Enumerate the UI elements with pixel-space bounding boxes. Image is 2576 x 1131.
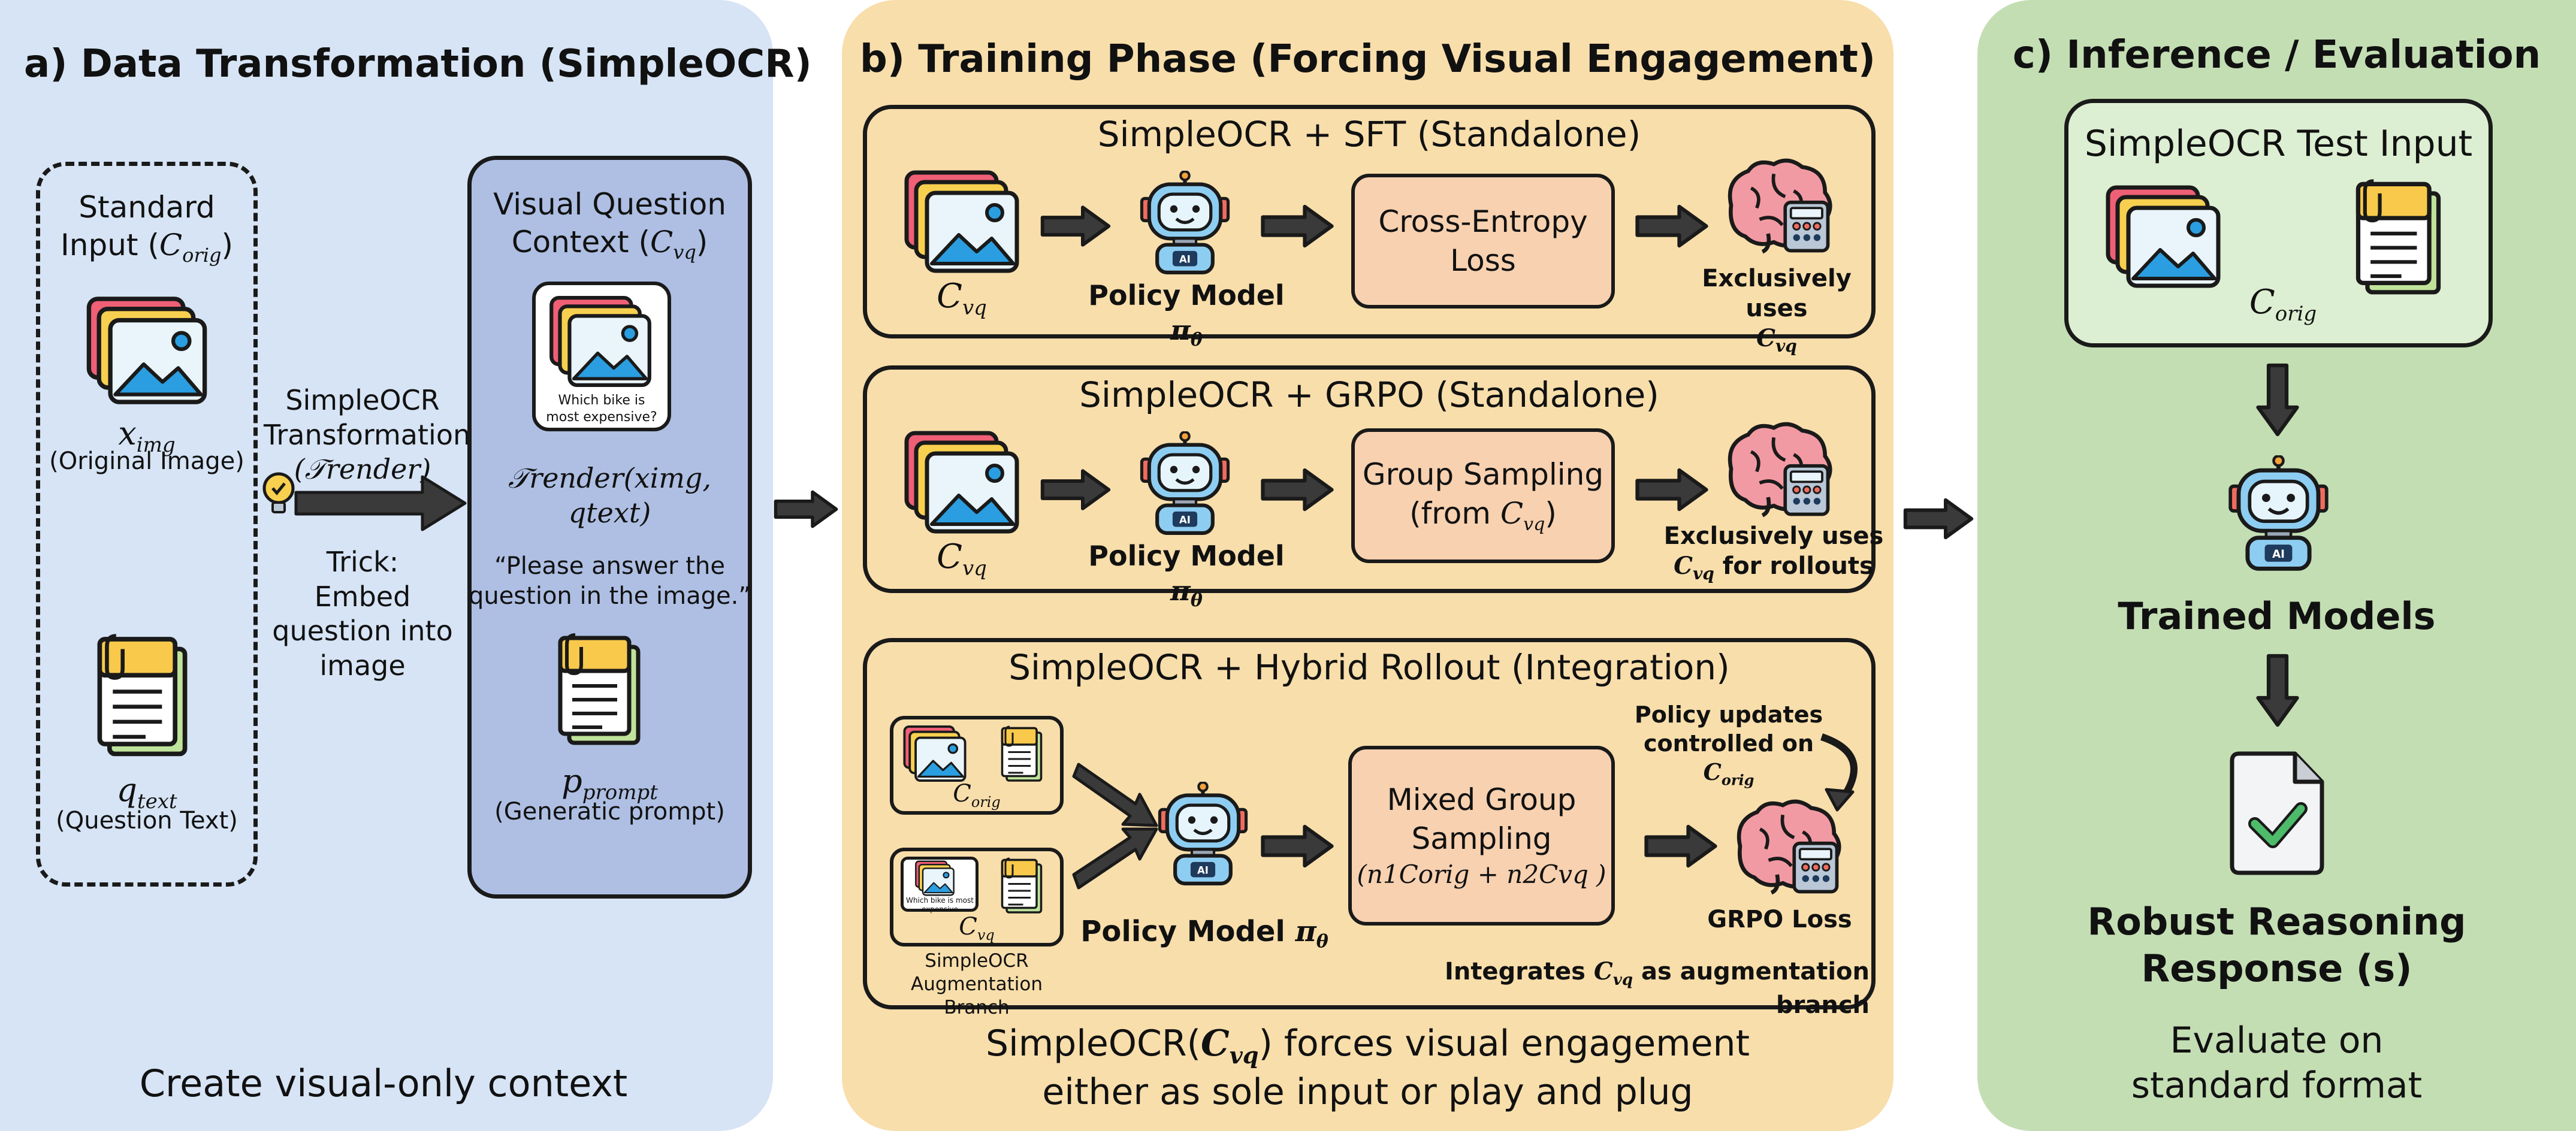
panel-a-footer: Create visual-only context [139,1062,628,1105]
augmentation-branch-label: SimpleOCR Augmentation Branch [911,950,1043,1018]
arrow-icon [1040,204,1112,249]
c-vq-thumbnail-caption: Which bike is most expensive [906,896,974,914]
image-stack-icon [902,168,1022,276]
sft-title: SimpleOCR + SFT (Standalone) [1097,114,1641,155]
image-stack-icon [908,860,962,897]
image-stack-icon [902,428,1022,536]
hybrid-c-vq-label: Cvq [959,913,995,943]
arrow-icon [1258,204,1336,249]
sft-input-label: Cvq [937,277,987,320]
sft-box [863,105,1876,338]
grpo-input-label: Cvq [937,537,987,581]
grpo-loss-label: GRPO Loss [1707,906,1852,933]
arrow-icon [1040,467,1112,512]
arrow-icon [773,488,839,530]
panel-b-footer: SimpleOCR(Cvq) forces visual engagement … [985,1023,1750,1113]
document-icon [998,724,1046,784]
p-prompt-symbol: pprompt [561,762,658,805]
arrow-icon [1633,467,1711,512]
standard-input-title: Standard Input (Corig) [61,190,233,267]
hybrid-title: SimpleOCR + Hybrid Rollout (Integration) [1008,647,1730,688]
p-prompt-caption: (Generatic prompt) [494,798,725,825]
prompt-quote: “Please answer the question in the image… [468,552,751,610]
mixed-group-sampling-box: Mixed Group Sampling (n1Corig + n2Cvq ) [1348,746,1615,926]
transformation-label: SimpleOCR Transformation (𝒯render) [264,384,471,485]
arrow-down-icon [2254,362,2301,437]
x-img-symbol: ximg [118,415,176,457]
standard-input-box [36,162,258,887]
grpo-title: SimpleOCR + GRPO (Standalone) [1079,374,1659,415]
brain-calculator-icon [1720,156,1834,255]
x-img-caption: (Original Image) [49,447,244,475]
arrow-icon [1258,467,1336,512]
image-stack-icon [902,724,968,784]
document-icon [90,629,195,761]
test-input-title: SimpleOCR Test Input [2084,123,2473,165]
brain-calculator-icon [1720,419,1834,518]
trick-text: Trick: Embed question into image [272,546,453,682]
test-c-orig-label: Corig [2249,283,2317,326]
integrates-label: Integrates Cvq as augmentation branch [1444,957,1870,1019]
image-stack-icon [84,294,210,407]
check-file-icon [2230,751,2324,875]
hybrid-box [863,638,1876,1009]
robot-icon [1136,431,1234,536]
panel-c-footer: Evaluate on standard format [2131,1020,2423,1106]
c-vq-input-card [890,848,1064,946]
visual-question-title: Visual Question Context (Cvq) [493,187,726,264]
document-icon [998,855,1046,915]
render-formula: 𝒯render(ximg, qtext) [508,462,712,529]
thumbnail-caption: Which bike is most expensive? [546,393,657,425]
robot-icon [1153,782,1252,887]
image-stack-icon [546,294,654,389]
robot-icon [2223,455,2334,572]
merge-arrows [1072,763,1158,890]
policy-updates-label: Policy updates controlled on Corig [1634,701,1823,789]
sft-uses-label: Exclusively uses Cvq [1702,265,1852,356]
robot-icon [1136,171,1234,276]
panel-b-title: b) Training Phase (Forcing Visual Engage… [859,37,1876,81]
panel-a-title: a) Data Transformation (SimpleOCR) [24,42,812,86]
hybrid-policy-label: Policy Model πθ [1080,915,1328,952]
arrow-icon [1633,204,1711,249]
document-icon [551,629,647,749]
curved-arrow [1820,733,1858,812]
arrow-icon [1902,497,1974,540]
c-orig-input-card [890,716,1064,815]
trained-models-label: Trained Models [2118,594,2436,638]
hybrid-c-orig-label: Corig [953,780,1001,811]
arrow-down-icon [2254,653,2301,728]
brain-calculator-icon [1729,797,1843,896]
arrow-icon [1642,824,1720,869]
arrow-icon [1258,824,1336,869]
q-text-caption: (Question Text) [56,807,238,834]
robust-response-label: Robust Reasoning Response (s) [2087,900,2466,990]
document-icon [2349,174,2448,300]
group-sampling-box: Group Sampling(from Cvq) [1351,428,1615,563]
sft-policy-label: Policy Model πθ [1088,279,1285,350]
transformation-arrow [294,475,467,531]
q-text-symbol: qtext [116,771,177,814]
panel-c-title: c) Inference / Evaluation [2012,33,2541,77]
lightbulb-icon [262,472,295,513]
visual-question-box [467,156,752,899]
grpo-uses-label: Exclusively uses Cvq for rollouts [1663,522,1884,583]
grpo-policy-label: Policy Model πθ [1088,540,1285,611]
grpo-box [863,365,1876,593]
image-stack-icon [2103,183,2223,291]
